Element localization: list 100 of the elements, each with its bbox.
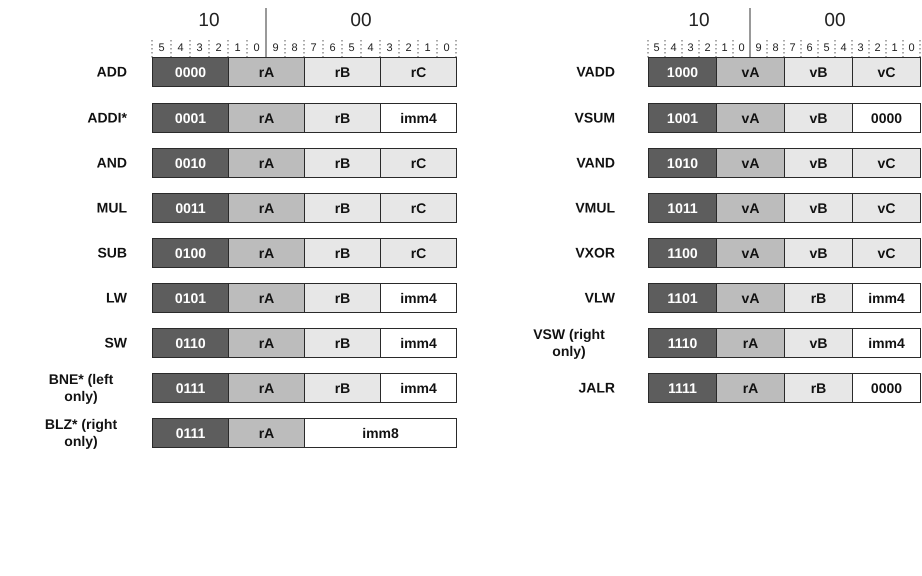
instruction-field: 0011 (152, 193, 229, 223)
bit-number: 5 (823, 42, 830, 54)
bit-number: 0 (908, 42, 915, 54)
instruction-field: vB (784, 238, 853, 268)
instruction-name: JALR (578, 380, 615, 396)
bit-group-number: 10 (198, 10, 220, 32)
instruction-field: 1000 (648, 57, 717, 87)
instruction-field: vC (852, 57, 921, 87)
bit-number: 9 (272, 42, 279, 54)
instruction-field: vB (784, 193, 853, 223)
instruction-field: rB (304, 238, 381, 268)
instruction-field: 1110 (648, 328, 717, 358)
instruction-field: vB (784, 103, 853, 133)
instruction-field: 0111 (152, 418, 229, 448)
instruction-field: 0111 (152, 373, 229, 403)
bit-number: 7 (789, 42, 796, 54)
instruction-name: VAND (576, 154, 615, 172)
bit-number: 2 (704, 42, 711, 54)
bit-number: 3 (687, 42, 694, 54)
instruction-field: rA (228, 373, 305, 403)
instruction-field: 1100 (648, 238, 717, 268)
instruction-field: vB (784, 148, 853, 178)
instruction-field: rB (304, 328, 381, 358)
bit-number: 2 (215, 42, 222, 54)
bit-group-number: 10 (688, 10, 710, 32)
bit-number: 1 (234, 42, 241, 54)
instruction-field: vA (716, 57, 785, 87)
instruction-field: rA (228, 148, 305, 178)
bit-number: 9 (755, 42, 762, 54)
bit-number: 0 (738, 42, 745, 54)
instruction-field: rB (304, 148, 381, 178)
instruction-name: VADD (576, 64, 615, 80)
instruction-field: imm4 (380, 103, 457, 133)
instruction-field: vA (716, 103, 785, 133)
bit-number: 3 (857, 42, 864, 54)
bit-number: 7 (310, 42, 317, 54)
instruction-name: MUL (96, 200, 127, 216)
instruction-field: imm4 (380, 283, 457, 313)
instruction-field: vA (716, 148, 785, 178)
instruction-field: vB (784, 57, 853, 87)
instruction-field: 0101 (152, 283, 229, 313)
bit-number: 8 (772, 42, 779, 54)
instruction-name: ADDI* (87, 110, 127, 126)
instruction-field: rA (716, 328, 785, 358)
bit-number: 0 (443, 42, 450, 54)
instruction-field: rA (228, 193, 305, 223)
bit-number: 3 (196, 42, 203, 54)
bit-number: 4 (670, 42, 677, 54)
instruction-field: vA (716, 193, 785, 223)
bit-number: 0 (253, 42, 260, 54)
bit-number: 3 (386, 42, 393, 54)
instruction-field: rB (784, 283, 853, 313)
instruction-field: rA (228, 283, 305, 313)
instruction-field: rA (716, 373, 785, 403)
bit-group-number: 00 (824, 10, 846, 32)
instruction-field: rB (784, 373, 853, 403)
instruction-field: rB (304, 103, 381, 133)
instruction-field: 0001 (152, 103, 229, 133)
instruction-field: rA (228, 103, 305, 133)
instruction-field: 0000 (152, 57, 229, 87)
instruction-field: rA (228, 328, 305, 358)
bit-number: 4 (367, 42, 374, 54)
instruction-field: 0100 (152, 238, 229, 268)
instruction-field: 0000 (852, 103, 921, 133)
bit-number: 5 (653, 42, 660, 54)
instruction-field: 1111 (648, 373, 717, 403)
instruction-name: SW (104, 334, 127, 352)
instruction-name: VMUL (575, 200, 615, 216)
instruction-field: 0110 (152, 328, 229, 358)
bit-number: 6 (806, 42, 813, 54)
instruction-field: rC (380, 148, 457, 178)
instruction-field: rB (304, 373, 381, 403)
instruction-field: vC (852, 238, 921, 268)
instruction-field: imm4 (380, 373, 457, 403)
instruction-field: vA (716, 238, 785, 268)
bit-number: 1 (891, 42, 898, 54)
instruction-field: 1010 (648, 148, 717, 178)
instruction-field: 1011 (648, 193, 717, 223)
instruction-name: BLZ* (right only) (44, 416, 118, 450)
instruction-field: rA (228, 57, 305, 87)
bit-number: 5 (348, 42, 355, 54)
instruction-name: VXOR (575, 244, 615, 262)
instruction-name: VLW (584, 290, 615, 306)
instruction-field: rB (304, 193, 381, 223)
bit-number: 6 (329, 42, 336, 54)
bit-number: 2 (874, 42, 881, 54)
instruction-field: vC (852, 148, 921, 178)
instruction-field: rC (380, 238, 457, 268)
bit-number: 1 (721, 42, 728, 54)
instruction-field: rB (304, 57, 381, 87)
instruction-field: vA (716, 283, 785, 313)
bit-number: 5 (158, 42, 165, 54)
instruction-field: rC (380, 193, 457, 223)
bit-group-number: 00 (350, 10, 372, 32)
instruction-field: imm4 (852, 283, 921, 313)
instruction-field: imm8 (304, 418, 457, 448)
instruction-field: 1101 (648, 283, 717, 313)
instruction-field: 0010 (152, 148, 229, 178)
bit-number: 4 (840, 42, 847, 54)
instruction-field: vC (852, 193, 921, 223)
